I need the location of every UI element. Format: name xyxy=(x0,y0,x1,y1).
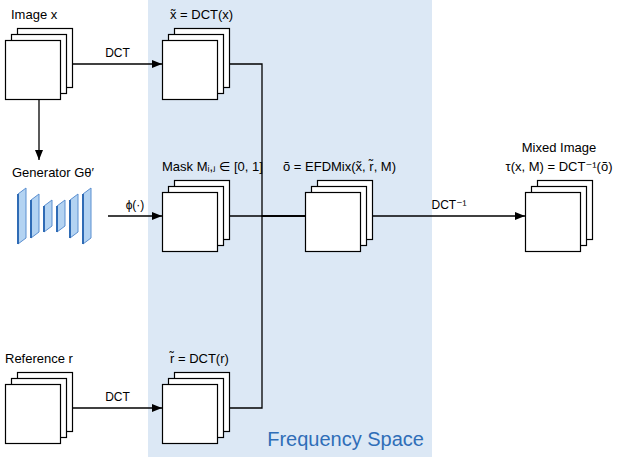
stack-label: Mask Mᵢ,ⱼ ∈ [0, 1] xyxy=(162,159,263,175)
stack-layer xyxy=(163,41,218,100)
generator-edge xyxy=(56,206,58,232)
generator-layer xyxy=(44,200,52,232)
feature-stack: Mask Mᵢ,ⱼ ∈ [0, 1] xyxy=(162,180,230,252)
generator-illustration xyxy=(18,188,91,244)
connector xyxy=(230,216,305,408)
generator-layer xyxy=(57,200,65,232)
stack-layer xyxy=(526,193,581,252)
stack-outline xyxy=(162,28,230,100)
stack-outline xyxy=(162,372,230,444)
stack-layer xyxy=(163,193,218,252)
generator-edge xyxy=(69,200,71,238)
generator-layer xyxy=(83,188,91,244)
stack-layer xyxy=(6,385,61,444)
generator-layer xyxy=(31,194,39,238)
edge-label: DCT⁻¹ xyxy=(432,198,467,212)
stack-label: Reference r xyxy=(5,351,73,367)
connector xyxy=(108,215,162,216)
generator-layer xyxy=(18,188,26,244)
generator-edge xyxy=(43,206,45,232)
feature-stack: Reference r xyxy=(5,372,73,444)
feature-stack: x̃ = DCT(x) xyxy=(162,28,230,100)
feature-stack: Mixed Imageτ(x, M) = DCT⁻¹(õ) xyxy=(525,180,593,252)
generator-layer xyxy=(70,194,78,238)
generator-edge xyxy=(82,194,84,244)
stack-label: r̃ = DCT(r) xyxy=(170,351,229,367)
edge-label: DCT xyxy=(105,390,130,404)
connector xyxy=(73,63,162,64)
stack-layer xyxy=(163,385,218,444)
connector xyxy=(38,100,39,160)
generator-edge xyxy=(30,200,32,238)
band-title: Frequency Space xyxy=(267,427,424,451)
stack-outline xyxy=(162,180,230,252)
generator-label: Generator Gθ′ xyxy=(12,165,94,181)
stack-label: Mixed Image xyxy=(522,140,596,156)
stack-outline xyxy=(305,180,373,252)
connector xyxy=(373,215,525,216)
stack-label: x̃ = DCT(x) xyxy=(170,7,233,23)
generator-edge xyxy=(17,194,19,244)
connector xyxy=(230,64,305,216)
stack-label: Image x xyxy=(11,7,57,23)
stack-layer xyxy=(306,193,361,252)
feature-stack: õ = EFDMix(x̃, r̃, M) xyxy=(305,180,373,252)
generator-node: Generator Gθ′ xyxy=(8,160,108,252)
edge-label: ϕ(·) xyxy=(126,198,145,212)
stack-label: õ = EFDMix(x̃, r̃, M) xyxy=(283,159,396,175)
feature-stack: r̃ = DCT(r) xyxy=(162,372,230,444)
edge-label: DCT xyxy=(105,46,130,60)
frequency-band: Frequency Space x̃ = DCT(x) Mask Mᵢ,ⱼ ∈ [0… xyxy=(148,0,432,457)
stack-outline xyxy=(525,180,593,252)
connector xyxy=(73,407,162,408)
stack-layer xyxy=(6,41,61,100)
stack-outline xyxy=(5,28,73,100)
stack-outline xyxy=(5,372,73,444)
stack-label: τ(x, M) = DCT⁻¹(õ) xyxy=(506,159,613,175)
frequency-band-fill xyxy=(148,0,432,457)
feature-stack: Image x xyxy=(5,28,73,100)
